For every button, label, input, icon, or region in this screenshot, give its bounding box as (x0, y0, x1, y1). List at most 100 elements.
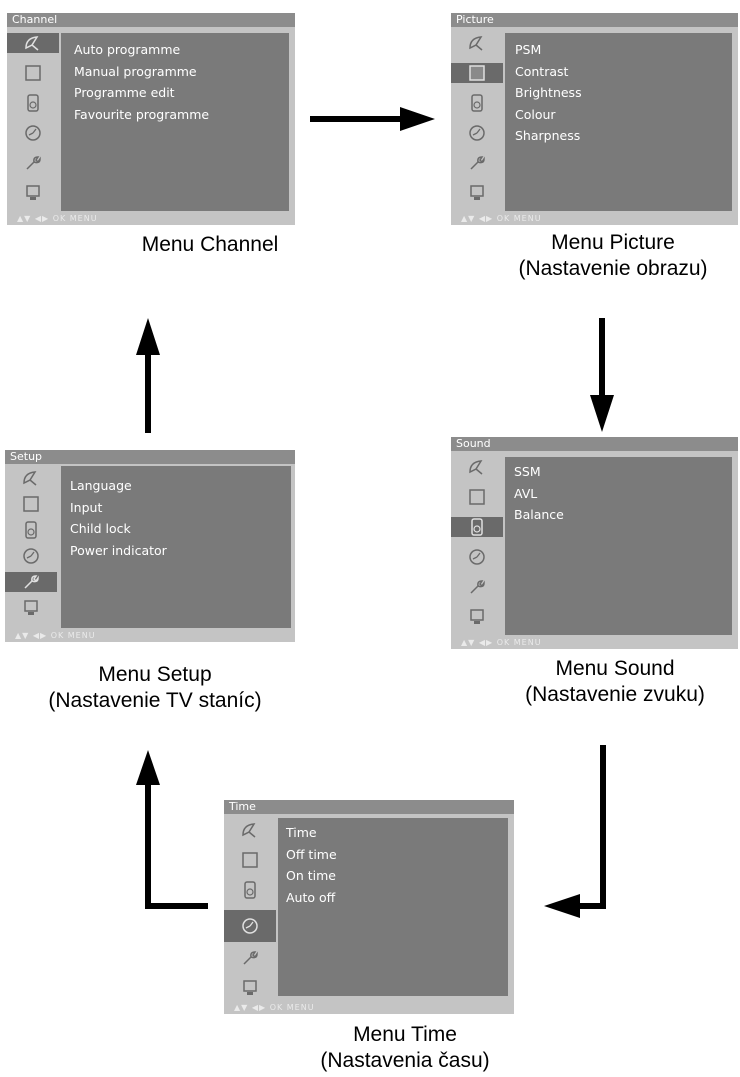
speaker-icon[interactable] (451, 93, 503, 113)
menu-item[interactable]: Colour (515, 106, 556, 122)
picture-icon[interactable] (451, 487, 503, 507)
icon-column (224, 820, 276, 1000)
caption-picture: Menu Picture (Nastavenie obrazu) (488, 230, 738, 282)
caption-main: Menu Channel (141, 233, 279, 256)
menu-items: SSM AVL Balance (514, 461, 564, 526)
caption-sub: (Nastavenie TV staníc) (48, 689, 262, 712)
menu-panel (278, 818, 508, 996)
tv-input-icon[interactable] (224, 978, 276, 998)
picture-icon[interactable] (451, 63, 503, 83)
arrow-time-to-setup (136, 750, 208, 909)
menu-panel (505, 33, 732, 211)
caption-channel: Menu Channel (110, 232, 310, 258)
arrow-channel-to-picture (310, 107, 435, 131)
menu-item[interactable]: Brightness (515, 85, 582, 100)
wrench-icon[interactable] (224, 948, 276, 968)
menu-footer: ▲▼ ◀▶ OK MENU (234, 1003, 315, 1012)
speaker-icon[interactable] (7, 93, 59, 113)
menu-title: Setup (5, 450, 295, 464)
menu-item[interactable]: Power indicator (70, 542, 167, 558)
speaker-icon[interactable] (5, 520, 57, 540)
caption-sub: (Nastavenie obrazu) (518, 257, 708, 280)
setup-menu: Setup Language Input Child lock Power in… (5, 450, 295, 642)
menu-item[interactable]: Sharpness (515, 128, 581, 143)
tv-input-icon[interactable] (451, 607, 503, 627)
tv-input-icon[interactable] (7, 183, 59, 203)
satellite-dish-icon[interactable] (7, 33, 59, 53)
picture-icon[interactable] (7, 63, 59, 83)
menu-footer: ▲▼ ◀▶ OK MENU (17, 214, 98, 223)
picture-icon[interactable] (224, 850, 276, 870)
menu-items: Time Off time On time Auto off (286, 822, 337, 908)
menu-footer: ▲▼ ◀▶ OK MENU (15, 631, 96, 640)
menu-item[interactable]: Auto off (286, 889, 336, 905)
caption-sound: Menu Sound (Nastavenie zvuku) (490, 656, 740, 708)
menu-title: Picture (451, 13, 738, 27)
tv-input-icon[interactable] (451, 183, 503, 203)
satellite-dish-icon[interactable] (451, 33, 503, 53)
menu-item[interactable]: On time (286, 868, 336, 883)
time-menu: Time Time Off time On time Auto off ▲▼ ◀… (224, 800, 514, 1014)
picture-menu: Picture PSM Contrast Brightness Colour S… (451, 13, 738, 225)
wrench-icon[interactable] (451, 577, 503, 597)
icon-column (451, 457, 503, 637)
menu-item[interactable]: Manual programme (74, 63, 197, 79)
wrench-icon[interactable] (7, 153, 59, 173)
menu-item[interactable]: Auto programme (74, 42, 181, 57)
icon-column (451, 33, 503, 213)
menu-title: Time (224, 800, 514, 814)
speaker-icon[interactable] (451, 517, 503, 537)
arrow-setup-to-channel (136, 318, 160, 433)
menu-items: Auto programme Manual programme Programm… (74, 39, 209, 125)
menu-items: Language Input Child lock Power indicato… (70, 475, 167, 561)
caption-main: Menu Time (353, 1023, 457, 1046)
menu-item[interactable]: Balance (514, 507, 564, 522)
speaker-icon[interactable] (224, 880, 276, 900)
clock-icon[interactable] (451, 123, 503, 143)
tv-input-icon[interactable] (5, 598, 57, 618)
arrow-picture-to-sound (590, 318, 614, 432)
menu-title: Sound (451, 437, 738, 451)
menu-footer: ▲▼ ◀▶ OK MENU (461, 638, 542, 647)
wrench-icon[interactable] (5, 572, 57, 592)
menu-panel (61, 466, 291, 628)
menu-item[interactable]: AVL (514, 485, 538, 501)
menu-item[interactable]: Programme edit (74, 85, 175, 100)
clock-icon[interactable] (7, 123, 59, 143)
caption-main: Menu Picture (551, 231, 675, 254)
menu-item[interactable]: Time (286, 825, 317, 840)
menu-items: PSM Contrast Brightness Colour Sharpness (515, 39, 582, 147)
menu-footer: ▲▼ ◀▶ OK MENU (461, 214, 542, 223)
clock-icon[interactable] (5, 546, 57, 566)
menu-item[interactable]: Language (70, 478, 132, 493)
caption-sub: (Nastavenia času) (320, 1049, 490, 1072)
arrow-sound-to-time (544, 745, 606, 918)
caption-main: Menu Sound (555, 657, 675, 680)
sound-menu: Sound SSM AVL Balance ▲▼ ◀▶ OK MENU (451, 437, 738, 649)
clock-icon[interactable] (451, 547, 503, 567)
caption-sub: (Nastavenie zvuku) (525, 683, 705, 706)
satellite-dish-icon[interactable] (224, 820, 276, 840)
satellite-dish-icon[interactable] (5, 468, 57, 488)
caption-main: Menu Setup (98, 663, 212, 686)
menu-item[interactable]: Contrast (515, 63, 569, 79)
menu-item[interactable]: Child lock (70, 521, 131, 536)
menu-title: Channel (7, 13, 295, 27)
icon-column (5, 468, 57, 638)
menu-item[interactable]: Off time (286, 846, 337, 862)
menu-item[interactable]: SSM (514, 464, 541, 479)
menu-item[interactable]: Input (70, 499, 103, 515)
menu-item[interactable]: PSM (515, 42, 542, 57)
channel-menu: Channel Auto programme Manual programme … (7, 13, 295, 225)
caption-time: Menu Time (Nastavenia času) (285, 1022, 525, 1074)
menu-panel (505, 457, 732, 635)
menu-item[interactable]: Favourite programme (74, 106, 210, 122)
clock-icon[interactable] (224, 910, 276, 942)
satellite-dish-icon[interactable] (451, 457, 503, 477)
icon-column (7, 33, 59, 213)
wrench-icon[interactable] (451, 153, 503, 173)
picture-icon[interactable] (5, 494, 57, 514)
caption-setup: Menu Setup (Nastavenie TV staníc) (5, 662, 305, 714)
menu-panel (61, 33, 289, 211)
